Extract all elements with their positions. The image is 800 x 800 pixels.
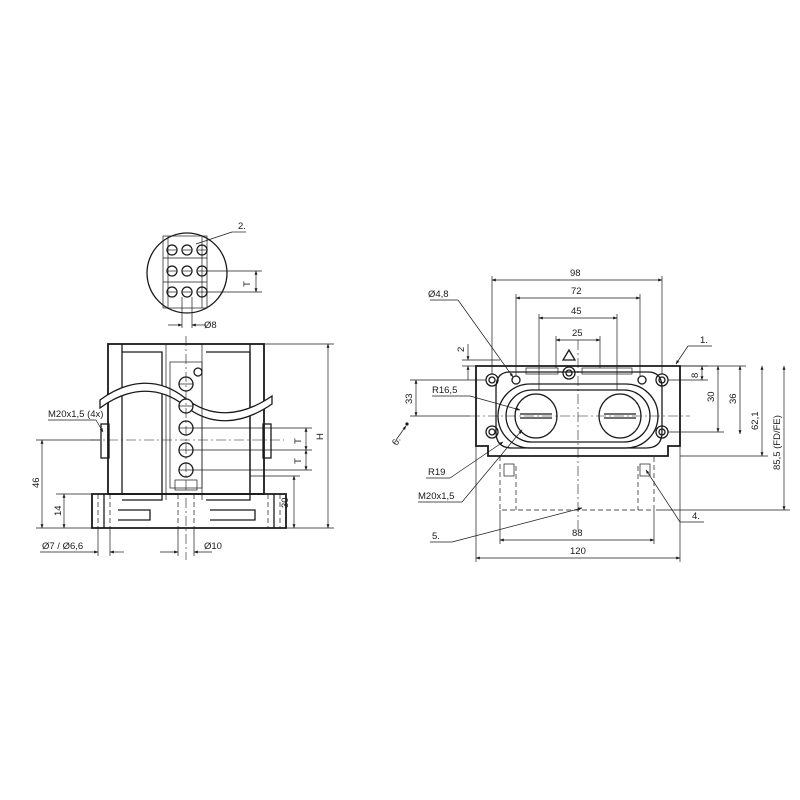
front-dim-height: H	[315, 433, 326, 440]
top-dim-8: 8	[690, 373, 701, 378]
top-dim-thread: M20x1,5	[418, 491, 454, 502]
top-dim-r165: R16,5	[432, 385, 457, 396]
front-dim-t1: T	[293, 438, 304, 444]
detail-callout-2: 2.	[238, 221, 246, 232]
front-terminals	[174, 367, 203, 491]
top-dim-120: 120	[570, 546, 586, 557]
top-dim-25: 25	[572, 328, 583, 339]
top-dim-45: 45	[571, 306, 582, 317]
top-callout-4: 4.	[692, 511, 700, 522]
detail-dim-pitch: T	[242, 281, 253, 287]
top-dim-hole: Ø4,8	[428, 289, 449, 300]
top-dim-33: 33	[404, 393, 415, 404]
top-dim-855: 85,5 (FD/FE)	[772, 415, 783, 470]
top-dim-621: 62,1	[750, 412, 761, 431]
front-thread-label: M20x1,5 (4x)	[48, 409, 103, 420]
top-dim-2: 2	[456, 347, 467, 352]
front-dim-46: 46	[31, 477, 42, 488]
top-callout-1: 1.	[700, 335, 708, 346]
terminal-screws	[166, 244, 208, 298]
top-callout-6: 6.	[390, 435, 403, 447]
top-dim-98: 98	[570, 268, 581, 279]
front-dim-30: 30	[280, 497, 291, 508]
front-dim-hole: Ø7 / Ø6,6	[42, 541, 83, 552]
top-callout-5: 5.	[432, 531, 440, 542]
top-dim-30: 30	[706, 391, 717, 402]
top-dim-36: 36	[728, 393, 739, 404]
detail-view: 2. T Ø8	[146, 221, 262, 331]
detail-dim-diameter: Ø8	[204, 320, 217, 331]
top-dim-88: 88	[572, 528, 583, 539]
front-dim-t2: T	[293, 458, 304, 464]
front-dim-14: 14	[53, 505, 64, 516]
front-dim-10: Ø10	[204, 541, 222, 552]
top-dim-72: 72	[571, 286, 582, 297]
top-dim-r19: R19	[428, 467, 445, 478]
front-view: M20x1,5 (4x) H T T 30 46 14 Ø7 / Ø6,6	[31, 336, 334, 560]
top-view: 98 72 45 25 Ø4,8 2 33 R16,5	[390, 268, 790, 562]
